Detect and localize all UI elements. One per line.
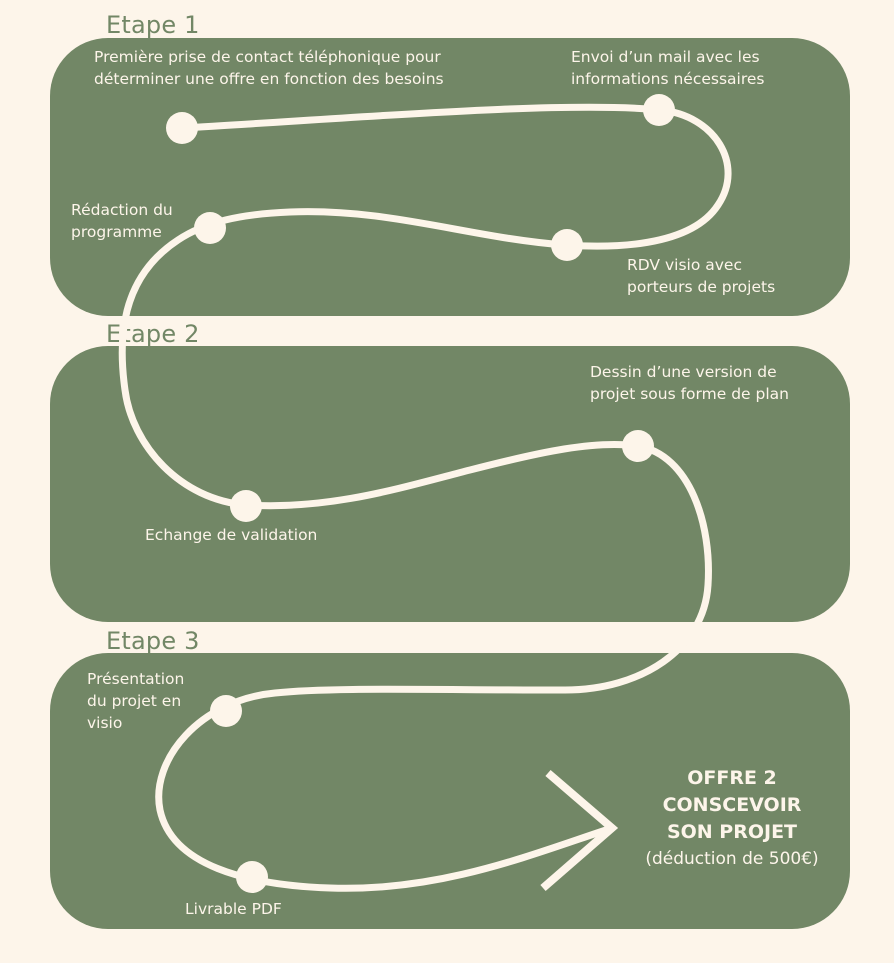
journey-curve [118, 103, 732, 892]
step-label-presentation: Présentation du projet en visio [87, 670, 185, 732]
step-label-mail: Envoi d’un mail avec les informations né… [571, 48, 765, 88]
step-dot-mail [643, 94, 675, 126]
stage-3-heading: Etape 3 [106, 627, 200, 655]
offer-block: OFFRE 2 CONSCEVOIR SON PROJET (déduction… [628, 765, 836, 872]
step-dot-rdv [551, 229, 583, 261]
step-dot-livrable [236, 861, 268, 893]
step-label-livrable: Livrable PDF [185, 900, 282, 918]
step-label-redaction: Rédaction du programme [71, 201, 173, 241]
step-label-dessin: Dessin d’une version de projet sous form… [590, 363, 789, 403]
offer-title-line-1: OFFRE 2 [687, 767, 777, 789]
offer-title-line-2: CONSCEVOIR [662, 794, 802, 816]
stage-3-panel [50, 653, 850, 929]
stage-1-panel [50, 38, 850, 316]
arrowhead [540, 769, 619, 892]
offer-title-line-3: SON PROJET [666, 821, 798, 843]
step-label-rdv: RDV visio avec porteurs de projets [627, 256, 776, 296]
step-label-echange: Echange de validation [145, 526, 318, 544]
step-dot-redaction [194, 212, 226, 244]
step-dot-dessin [622, 430, 654, 462]
step-label-contact: Première prise de contact téléphonique p… [94, 48, 444, 88]
step-dot-presentation [210, 695, 242, 727]
offer-subtitle: (déduction de 500€) [645, 849, 819, 869]
step-dot-echange [230, 490, 262, 522]
step-dot-contact [166, 112, 198, 144]
stage-1-heading: Etape 1 [106, 11, 200, 39]
